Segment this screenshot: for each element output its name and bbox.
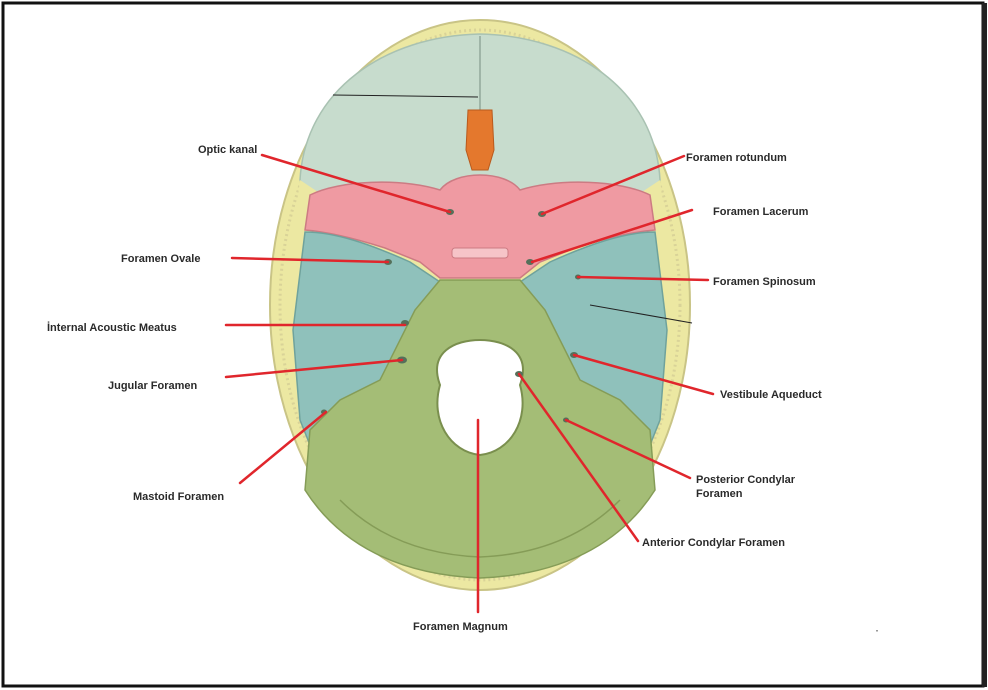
label-mastoid-foramen: Mastoid Foramen	[133, 491, 224, 503]
label-optic-kanal: Optic kanal	[198, 144, 257, 156]
sella-turcica	[452, 248, 508, 258]
label-foramen-lacerum: Foramen Lacerum	[713, 206, 809, 218]
label-foramen-rotundum: Foramen rotundum	[686, 152, 787, 164]
right-shadow-edge	[982, 3, 987, 687]
label-vestibule-aqueduct: Vestibule Aqueduct	[720, 389, 822, 401]
label-anterior-condylar-foramen: Anterior Condylar Foramen	[642, 537, 785, 549]
stray-mark	[876, 630, 878, 632]
label-posterior-condylar-line2: Foramen	[696, 488, 743, 500]
label-posterior-condylar-line1: Posterior Condylar	[696, 474, 796, 486]
label-internal-acoustic-meatus: İnternal Acoustic Meatus	[47, 321, 177, 334]
label-foramen-magnum: Foramen Magnum	[413, 621, 508, 633]
label-foramen-ovale: Foramen Ovale	[121, 253, 200, 265]
label-jugular-foramen: Jugular Foramen	[108, 380, 198, 392]
label-foramen-spinosum: Foramen Spinosum	[713, 276, 816, 288]
crista-galli	[466, 110, 494, 170]
foramen-magnum-opening	[437, 340, 523, 455]
